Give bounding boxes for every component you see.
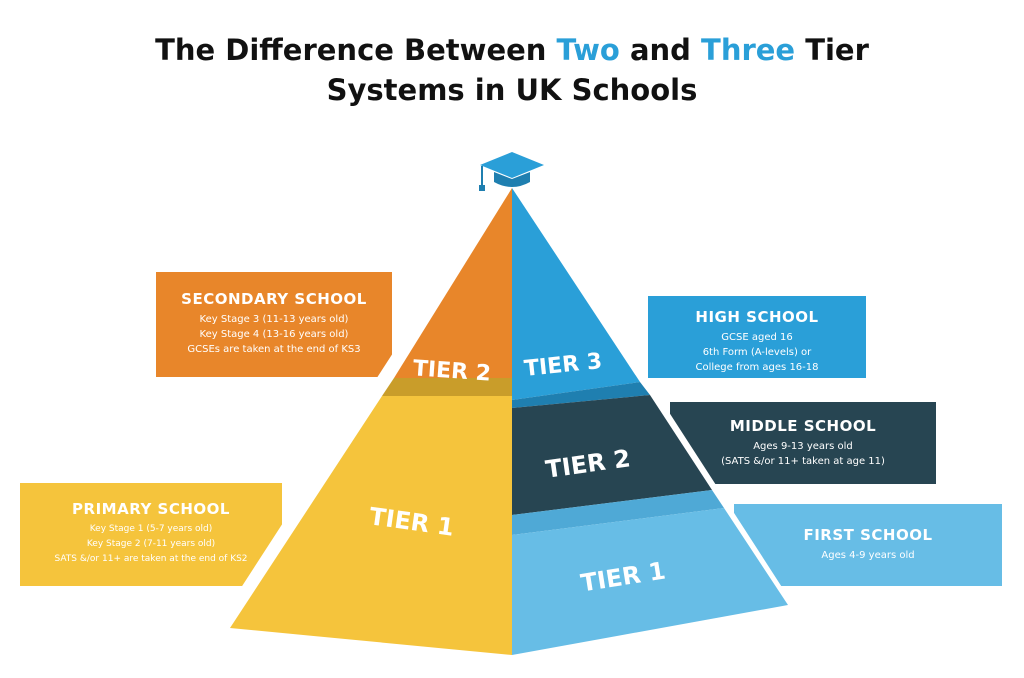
primary-school-line: Key Stage 2 (7-11 years old) <box>86 539 216 549</box>
left-tier-2-face <box>394 188 512 378</box>
title-text: Tier <box>795 33 869 67</box>
middle-school-box: MIDDLE SCHOOL Ages 9-13 years old (SATS … <box>670 402 936 484</box>
high-school-line: 6th Form (A-levels) or <box>702 347 812 358</box>
right-tier-2-face <box>512 395 712 515</box>
graduation-cap-icon <box>479 152 544 191</box>
high-school-line: College from ages 16-18 <box>695 362 819 373</box>
secondary-school-line: Key Stage 3 (11-13 years old) <box>199 314 349 325</box>
middle-school-line: Ages 9-13 years old <box>753 441 853 452</box>
right-tier-3-ledge <box>512 382 650 408</box>
title-line-2: Systems in UK Schools <box>326 73 698 107</box>
secondary-school-box: SECONDARY SCHOOL Key Stage 3 (11-13 year… <box>156 272 392 377</box>
primary-school-line: SATS &/or 11+ are taken at the end of KS… <box>54 554 248 564</box>
right-tier-1-face <box>512 508 788 655</box>
left-tier-1-face <box>230 396 512 655</box>
left-tier-2-ledge <box>382 378 512 396</box>
left-tier-2-label: TIER 2 <box>412 356 492 386</box>
high-school-box: HIGH SCHOOL GCSE aged 16 6th Form (A-lev… <box>648 296 866 378</box>
right-tier-2-ledge <box>512 490 724 535</box>
high-school-line: GCSE aged 16 <box>721 332 793 343</box>
first-school-line: Ages 4-9 years old <box>821 550 915 561</box>
secondary-school-line: GCSEs are taken at the end of KS3 <box>187 344 361 355</box>
page-title: The Difference Between Two and Three Tie… <box>0 30 1024 110</box>
title-text: and <box>619 33 702 67</box>
secondary-school-line: Key Stage 4 (13-16 years old) <box>199 329 349 340</box>
high-school-heading: HIGH SCHOOL <box>695 308 819 326</box>
title-highlight-two: Two <box>556 33 620 67</box>
title-text: The Difference Between <box>155 33 557 67</box>
first-school-heading: FIRST SCHOOL <box>803 526 933 544</box>
primary-school-line: Key Stage 1 (5-7 years old) <box>89 524 213 534</box>
middle-school-heading: MIDDLE SCHOOL <box>729 417 877 435</box>
first-school-box: FIRST SCHOOL Ages 4-9 years old <box>734 504 1002 586</box>
secondary-school-heading: SECONDARY SCHOOL <box>181 290 367 308</box>
title-line-1: The Difference Between Two and Three Tie… <box>0 30 1024 70</box>
primary-school-heading: PRIMARY SCHOOL <box>72 500 230 518</box>
title-highlight-three: Three <box>701 33 796 67</box>
right-tier-3-face <box>512 188 640 400</box>
primary-school-box: PRIMARY SCHOOL Key Stage 1 (5-7 years ol… <box>20 483 282 586</box>
middle-school-line: (SATS &/or 11+ taken at age 11) <box>721 456 885 467</box>
